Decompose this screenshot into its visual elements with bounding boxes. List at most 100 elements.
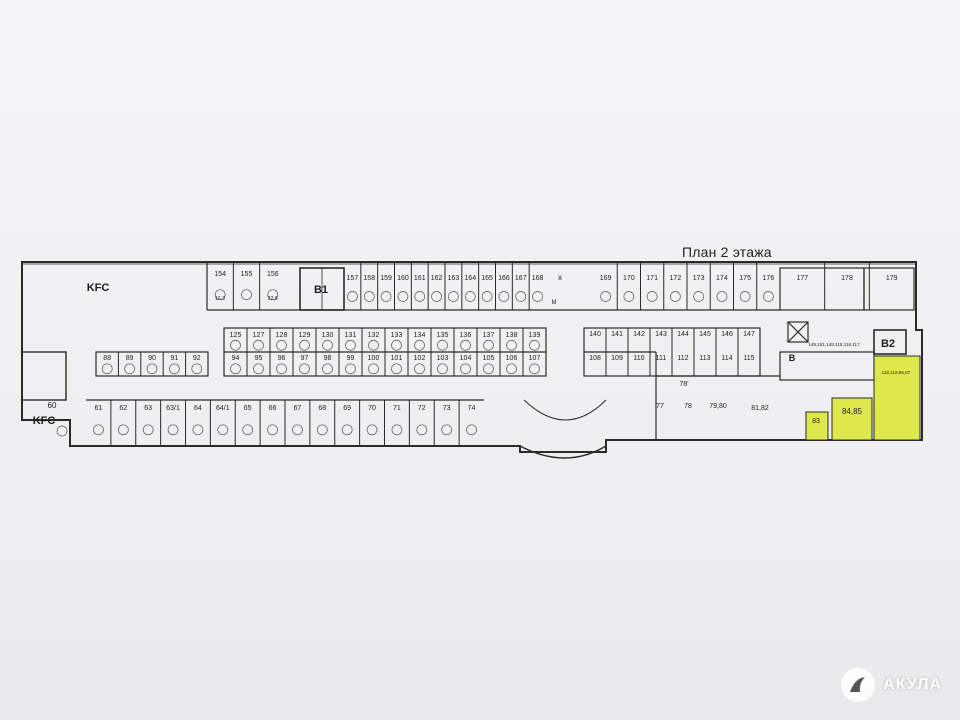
room-bottom-area-mark [267, 424, 278, 436]
room-top-area-mark [380, 291, 392, 302]
room-bottom-label: 74 [468, 405, 476, 412]
room-bottom-area-mark [192, 424, 204, 436]
room-block1-top-area-mark [506, 339, 517, 351]
room-top-area-mark [363, 291, 375, 302]
room-top-label: 166 [498, 275, 510, 282]
room-top-label: 155 [241, 271, 253, 278]
room-left-block-label: 90 [148, 355, 156, 362]
room-bottom-label: 67 [294, 405, 302, 412]
room-top-label: 171 [646, 275, 658, 282]
room-block1-top-area-mark [460, 339, 471, 351]
room-block1-bottom-label: 104 [460, 355, 472, 362]
room-60-label: 60 [48, 401, 57, 410]
room-top-area-mark [693, 291, 704, 302]
room-block1-top-label: 138 [506, 332, 518, 339]
room-top-label: 175 [739, 275, 751, 282]
room-top-area-mark [646, 291, 658, 302]
room-top-area-mark [414, 291, 426, 302]
room-top-area-mark [397, 291, 409, 302]
room-block1-top-area-mark [299, 339, 310, 351]
room-bottom-label: 64/1 [216, 405, 230, 412]
room-bottom-area-mark [93, 424, 104, 436]
room-block1-top-label: 134 [414, 332, 426, 339]
room-top-area-mark [431, 291, 442, 302]
room-block1-top-area-mark [437, 339, 448, 351]
room-block1-top-label: 133 [391, 332, 403, 339]
room-block1-bottom-label: 94 [232, 355, 240, 362]
room-block1-bottom-label: 100 [368, 355, 380, 362]
room-block1-bottom-label: 107 [529, 355, 541, 362]
room-top-area-mark [267, 289, 279, 301]
room-left-block-area-mark [191, 363, 203, 375]
room-bottom-label: 62 [119, 405, 127, 412]
room-area: 22,9 [268, 296, 278, 302]
room-block1-bottom-area-mark [368, 363, 379, 375]
room-block2-bottom-label: 115 [743, 355, 754, 362]
room-top-label: 165 [481, 275, 493, 282]
room-bottom-area-mark [416, 424, 428, 436]
room-top-area-mark [464, 291, 476, 302]
room-block1-top-area-mark [483, 339, 494, 351]
room-block2-top-label: 141 [611, 331, 623, 338]
room-block1-bottom-label: 103 [437, 355, 449, 362]
b1-label: B1 [314, 284, 328, 296]
room-group-right-label: 149,151,148,115,116,117 [808, 342, 860, 347]
room-block1-bottom-area-mark [322, 363, 333, 375]
room-block1-top-label: 139 [529, 332, 541, 339]
room-block2-bottom-label: 110 [633, 355, 644, 362]
room-top-area-mark [347, 291, 358, 302]
room-block1-top-area-mark [414, 339, 425, 351]
room-bottom-area-mark [167, 424, 179, 436]
room-top-label: 172 [670, 275, 682, 282]
room-block2-top-label: 142 [633, 331, 645, 338]
x-label: x [558, 273, 562, 282]
room-top-label: 156 [267, 271, 279, 278]
room-top-label: 174 [716, 275, 728, 282]
room-block1-bottom-label: 106 [506, 355, 518, 362]
room-bottom-area-mark [242, 424, 254, 436]
brand-watermark: АКУЛА [841, 668, 942, 702]
room-top-label: 163 [448, 275, 460, 282]
room-bottom-label: 63/1 [166, 405, 180, 412]
room-bottom-label: 61 [95, 405, 103, 412]
room-bottom-area-mark [441, 424, 453, 436]
room-83-label: 83 [812, 418, 820, 425]
b2-label: B2 [881, 338, 895, 350]
room-block1-bottom-area-mark [276, 363, 287, 375]
room-block2-bottom-label: 111 [656, 355, 667, 362]
room-block2-top-label: 140 [589, 331, 601, 338]
room-bottom-area-mark [217, 424, 229, 436]
room-left-block-label: 89 [126, 355, 134, 362]
room-bottom-label: 68 [318, 405, 326, 412]
room-top-area-mark [623, 291, 635, 302]
room-block2-bottom-label: 113 [699, 355, 710, 362]
room-block1-top-area-mark [322, 339, 333, 351]
room-top-label: 176 [763, 275, 775, 282]
room-block1-bottom-area-mark [391, 363, 402, 375]
room-block1-bottom-label: 102 [414, 355, 426, 362]
room-top-label: 173 [693, 275, 705, 282]
room-block1-bottom-label: 97 [301, 355, 309, 362]
room-bottom-label: 72 [418, 405, 426, 412]
room-block1-bottom-area-mark [345, 363, 356, 375]
room-block1-bottom-area-mark [529, 363, 540, 375]
room-block2-top-label: 145 [699, 331, 711, 338]
room-block1-bottom-label: 95 [255, 355, 263, 362]
room-bottom-area-mark [117, 424, 129, 436]
room-block1-top-label: 131 [345, 332, 357, 339]
room-78-label: 78 [684, 403, 692, 410]
room-top-area-mark [670, 291, 681, 302]
room-block1-top-area-mark [391, 339, 402, 351]
room-81-82-label: 81,82 [751, 405, 769, 412]
plan-title: План 2 этажа [682, 244, 772, 260]
room-top-area-mark [481, 291, 493, 302]
room-area: 16,3 [215, 296, 225, 302]
room-block1-top-label: 129 [299, 332, 311, 339]
room-block1-bottom-area-mark [483, 363, 494, 375]
room-top-label: 158 [363, 275, 375, 282]
room-block1-bottom-area-mark [253, 363, 264, 375]
room-block1-top-label: 128 [276, 332, 288, 339]
room-79-80-label: 79,80 [709, 403, 727, 410]
room-bottom-area-mark [466, 424, 477, 436]
